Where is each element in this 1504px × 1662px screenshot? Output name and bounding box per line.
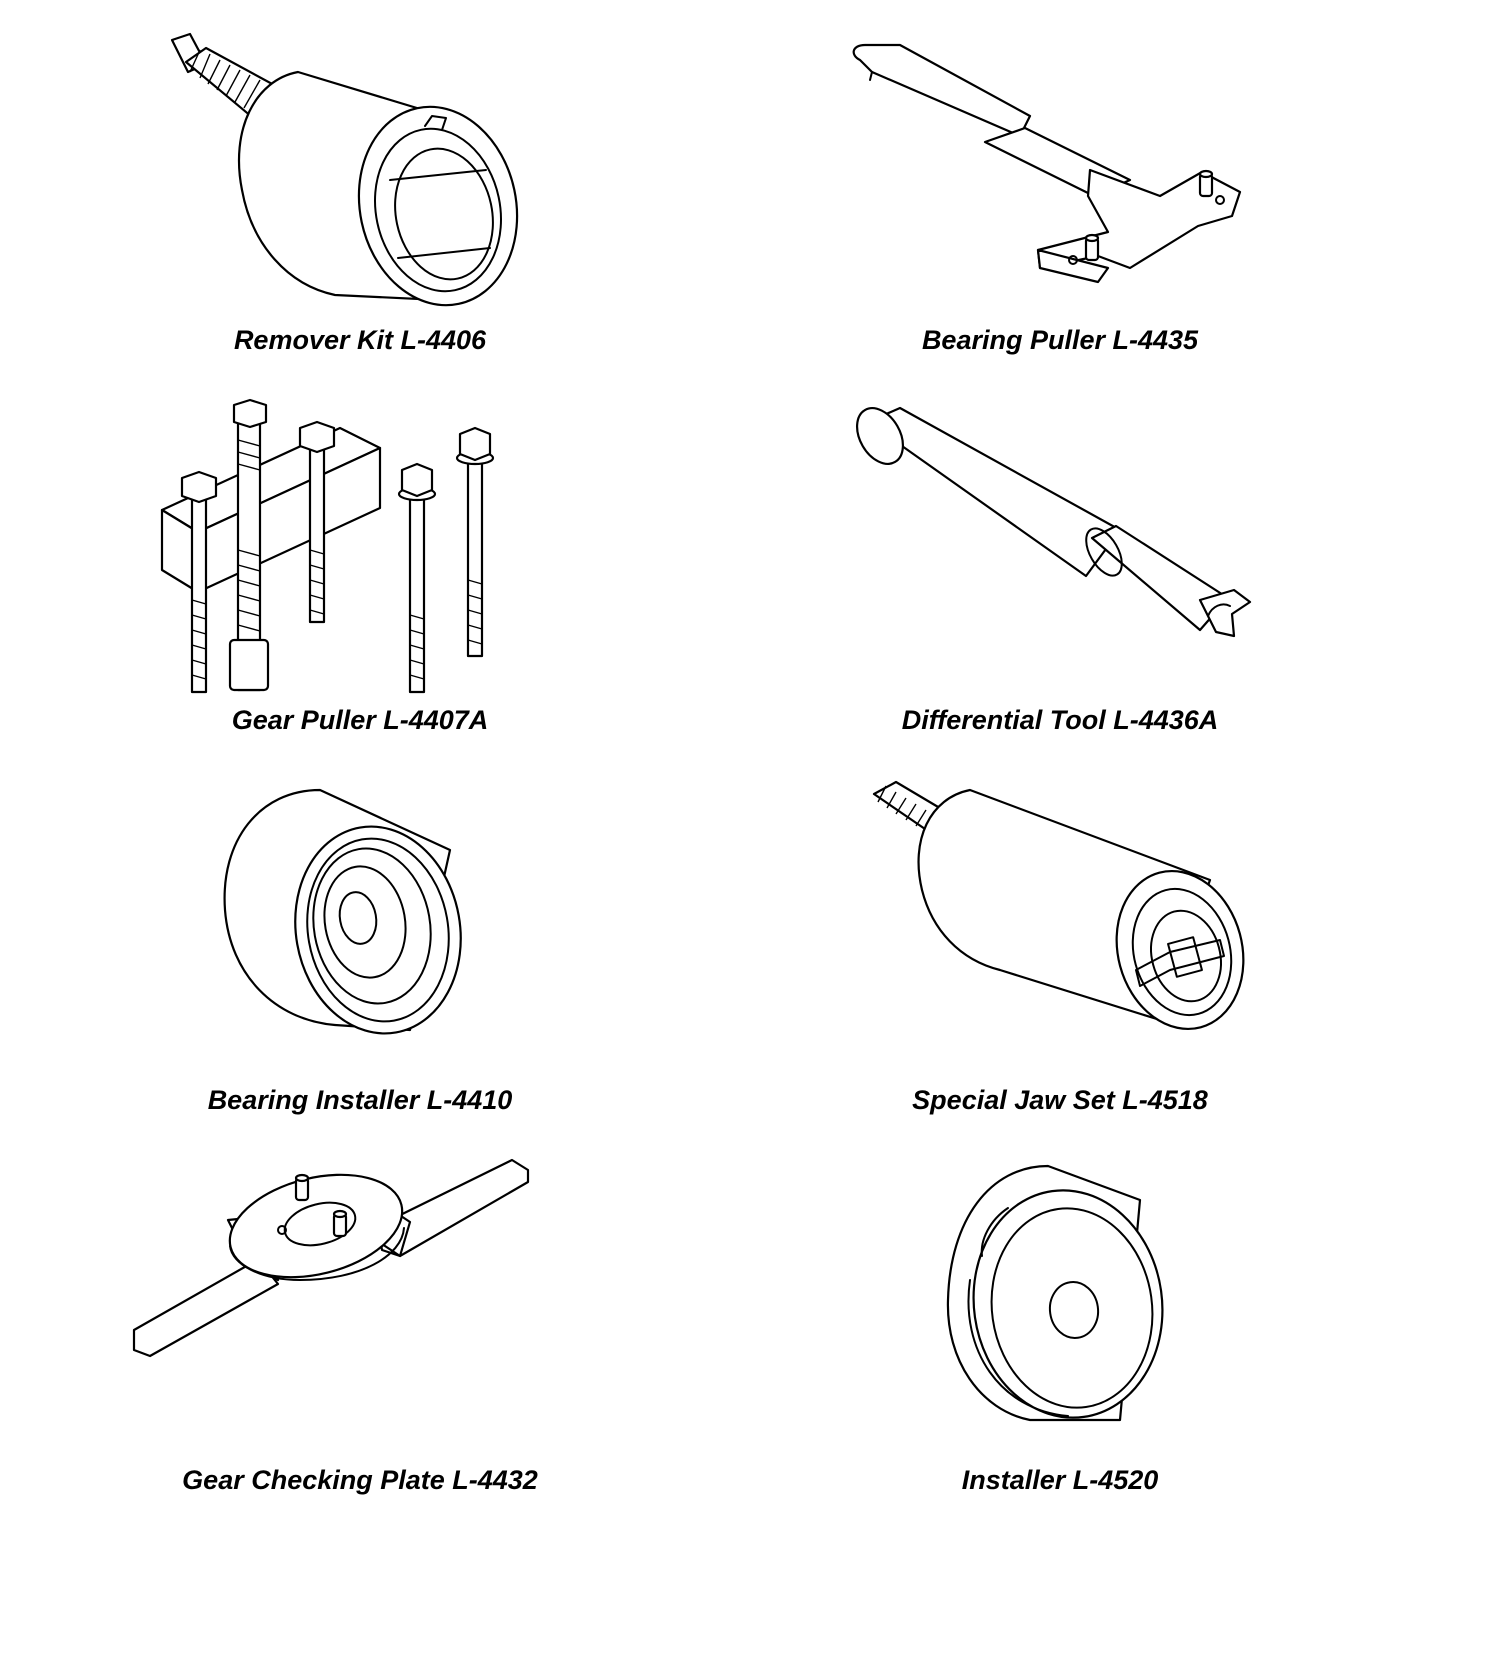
tool-special-jaw-set: Special Jaw Set L-4518 xyxy=(820,780,1300,1140)
tool-label: Remover Kit L-4406 xyxy=(233,325,487,355)
gear-checking-plate-illustration xyxy=(120,1160,600,1480)
tool-label: Installer L-4520 xyxy=(961,1465,1159,1495)
tool-gear-puller: Gear Puller L-4407A xyxy=(120,400,600,760)
tool-label: Gear Puller L-4407A xyxy=(231,705,489,735)
tool-label: Special Jaw Set L-4518 xyxy=(912,1085,1208,1115)
bearing-puller-illustration xyxy=(820,20,1300,340)
remover-kit-illustration xyxy=(120,20,600,340)
bearing-installer-illustration xyxy=(120,780,600,1100)
tool-label: Bearing Installer L-4410 xyxy=(207,1085,513,1115)
differential-tool-illustration xyxy=(820,400,1300,720)
tool-label: Differential Tool L-4436A xyxy=(901,705,1219,735)
tool-remover-kit: Remover Kit L-4406 xyxy=(120,20,600,380)
tool-bearing-puller: Bearing Puller L-4435 xyxy=(820,20,1300,380)
tool-differential-tool: Differential Tool L-4436A xyxy=(820,400,1300,760)
tool-gear-checking-plate: Gear Checking Plate L-4432 xyxy=(120,1160,600,1520)
tool-installer: Installer L-4520 xyxy=(820,1160,1300,1520)
gear-puller-illustration xyxy=(120,400,600,720)
tool-bearing-installer: Bearing Installer L-4410 xyxy=(120,780,600,1140)
special-jaw-set-illustration xyxy=(820,780,1300,1100)
tool-label: Bearing Puller L-4435 xyxy=(921,325,1199,355)
installer-illustration xyxy=(820,1160,1300,1480)
tool-label: Gear Checking Plate L-4432 xyxy=(182,1465,538,1495)
